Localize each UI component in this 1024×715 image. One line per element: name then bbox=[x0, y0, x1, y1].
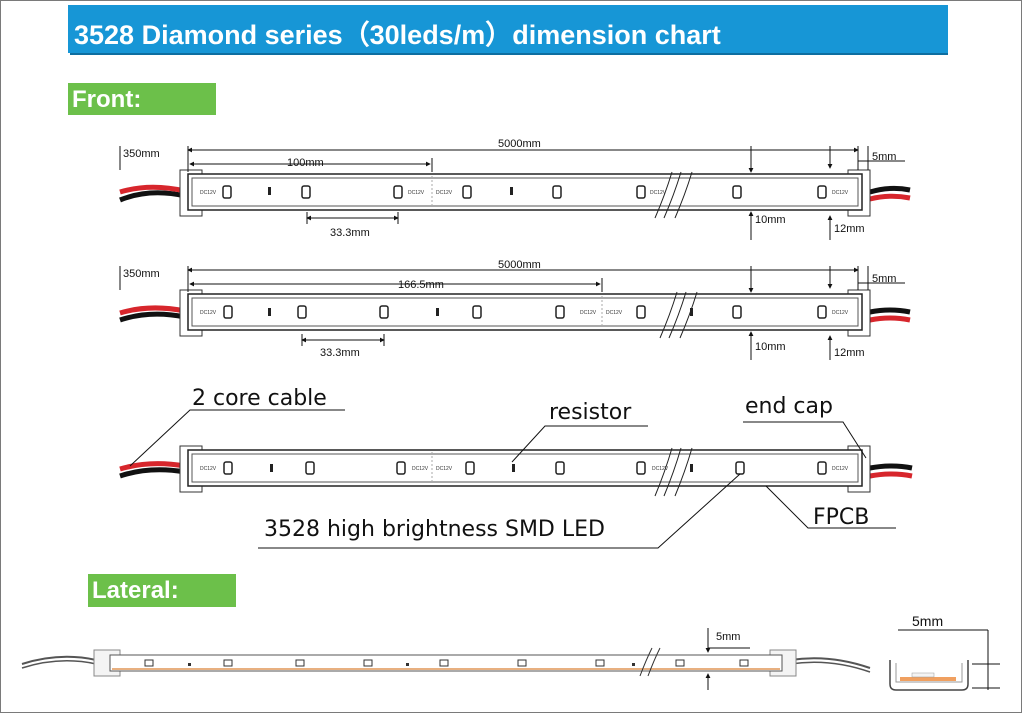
led bbox=[739, 659, 749, 667]
led bbox=[305, 461, 315, 475]
dim-led-pitch: 33.3mm bbox=[330, 227, 370, 239]
leader-end-cap bbox=[743, 421, 867, 459]
chip-label: DC12V bbox=[412, 466, 429, 472]
strip-1: DC12V DC12V DC12V DC12V DC12V 350mm 5000… bbox=[119, 138, 911, 240]
dim-width: 10mm bbox=[755, 341, 786, 353]
chip-label: DC12V bbox=[436, 466, 453, 472]
led bbox=[675, 659, 685, 667]
cable-black-right bbox=[869, 185, 911, 195]
led bbox=[222, 185, 232, 199]
resistor bbox=[510, 187, 513, 195]
led bbox=[817, 305, 827, 319]
led bbox=[462, 185, 472, 199]
callout-cable: 2 core cable bbox=[192, 386, 327, 411]
resistor bbox=[690, 308, 693, 316]
dim-cap-length: 5mm bbox=[872, 151, 896, 163]
led bbox=[301, 185, 311, 199]
led bbox=[636, 305, 646, 319]
led bbox=[396, 461, 406, 475]
led bbox=[379, 305, 389, 319]
leader-led bbox=[258, 473, 741, 549]
led bbox=[144, 659, 154, 667]
led bbox=[439, 659, 449, 667]
led bbox=[555, 461, 565, 475]
title-banner-shadow bbox=[70, 53, 948, 55]
section-label-lateral: Lateral: bbox=[88, 574, 236, 607]
led bbox=[636, 461, 646, 475]
led bbox=[363, 659, 373, 667]
dim-led-pitch: 33.3mm bbox=[320, 347, 360, 359]
led bbox=[817, 461, 827, 475]
led bbox=[555, 305, 565, 319]
cross-section-led bbox=[900, 677, 956, 681]
led bbox=[223, 461, 233, 475]
chip-label: DC12V bbox=[652, 466, 669, 472]
dim-cable-length: 350mm bbox=[123, 148, 160, 160]
chip-label: DC12V bbox=[650, 190, 667, 196]
chip-label: DC12V bbox=[832, 190, 849, 196]
dim-cap-width: 12mm bbox=[834, 223, 865, 235]
leader-resistor bbox=[511, 425, 648, 463]
chip-label: DC12V bbox=[200, 466, 217, 472]
chip-label: DC12V bbox=[200, 310, 217, 316]
chip-label: DC12V bbox=[436, 190, 453, 196]
led bbox=[732, 185, 742, 199]
callout-end-cap: end cap bbox=[745, 394, 833, 419]
led bbox=[223, 659, 233, 667]
resistor bbox=[268, 308, 271, 316]
chip-label: DC12V bbox=[580, 310, 597, 316]
cable-red-right bbox=[869, 193, 911, 202]
dim-total-length: 5000mm bbox=[498, 259, 541, 271]
cable-black-left bbox=[119, 190, 186, 203]
led bbox=[595, 659, 605, 667]
cable-red-left bbox=[119, 184, 186, 195]
chip-label: DC12V bbox=[832, 466, 849, 472]
led bbox=[735, 461, 745, 475]
callout-led: 3528 high brightness SMD LED bbox=[264, 517, 605, 542]
led bbox=[732, 305, 742, 319]
page-title: 3528 Diamond series（30leds/m）dimension c… bbox=[74, 20, 721, 50]
lateral-view: 5mm 5mm bbox=[21, 613, 1000, 691]
resistor bbox=[512, 464, 515, 472]
led bbox=[817, 185, 827, 199]
led bbox=[223, 305, 233, 319]
dim-section-width: 5mm bbox=[912, 613, 943, 629]
dim-segment-length: 166.5mm bbox=[398, 279, 444, 291]
dim-total-length: 5000mm bbox=[498, 138, 541, 150]
led bbox=[295, 659, 305, 667]
led bbox=[297, 305, 307, 319]
resistor bbox=[268, 187, 271, 195]
dim-cap-length: 5mm bbox=[872, 273, 896, 285]
leader-fpcb bbox=[765, 485, 896, 529]
resistor bbox=[270, 464, 273, 472]
led bbox=[465, 461, 475, 475]
dim-lateral-thickness: 5mm bbox=[716, 631, 740, 643]
chip-label: DC12V bbox=[200, 190, 217, 196]
callout-resistor: resistor bbox=[549, 400, 632, 425]
callout-fpcb: FPCB bbox=[813, 505, 869, 530]
strip-2: DC12V DC12V DC12V DC12V 350mm 5000mm 166… bbox=[119, 259, 911, 360]
led bbox=[636, 185, 646, 199]
strip-inner bbox=[191, 177, 859, 207]
section-label-front: Front: bbox=[68, 83, 216, 115]
resistor bbox=[436, 308, 439, 316]
led bbox=[393, 185, 403, 199]
title-banner: 3528 Diamond series（30leds/m）dimension c… bbox=[68, 5, 948, 53]
leader-cable bbox=[129, 409, 345, 467]
dim-cable-length: 350mm bbox=[123, 268, 160, 280]
led bbox=[517, 659, 527, 667]
chip-label: DC12V bbox=[832, 310, 849, 316]
strip-3: DC12V DC12V DC12V DC12V DC12V 2 core cab… bbox=[119, 386, 913, 549]
dim-segment-length: 100mm bbox=[287, 157, 324, 169]
dim-width: 10mm bbox=[755, 214, 786, 226]
led bbox=[552, 185, 562, 199]
dim-cap-width: 12mm bbox=[834, 347, 865, 359]
chip-label: DC12V bbox=[606, 310, 623, 316]
resistor bbox=[690, 464, 693, 472]
cross-section: 5mm bbox=[889, 613, 1000, 691]
led bbox=[472, 305, 482, 319]
chip-label: DC12V bbox=[408, 190, 425, 196]
